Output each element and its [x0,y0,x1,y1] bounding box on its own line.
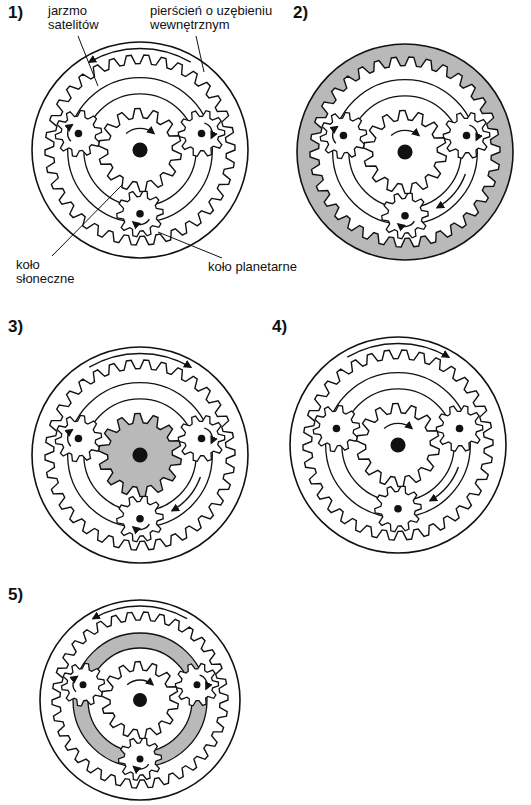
planet-pin [401,212,409,220]
planet-pin [137,756,144,763]
planet-gear [55,110,101,156]
planet-pin [80,681,87,688]
sun-shaft [390,437,405,452]
sun-shaft [132,447,147,462]
planet-pin [75,130,83,138]
sun-shaft [133,693,147,707]
rotation-arrow [384,423,412,428]
planet-gear [436,406,482,452]
planet-pin [136,515,144,523]
planet-gear [117,496,163,542]
rotation-arrow [93,606,187,619]
rotation-arrow [68,125,73,141]
leader-line [158,232,222,258]
rotation-arrow [347,343,449,357]
part-label: koło planetarne [208,260,328,274]
rotation-arrow [430,467,458,501]
sun-gear [99,413,182,496]
ring-gear-teeth [45,360,235,550]
carrier-inner [342,389,454,501]
rotation-arrow [133,524,149,529]
planet-pin [333,425,341,433]
panel-number: 3) [8,318,38,336]
rotation-arrow [126,128,154,133]
leader-line [52,185,122,256]
planet-gear [117,191,163,237]
planet-pin [463,132,471,140]
carrier-inner [349,96,461,208]
rotation-arrow [133,219,149,224]
panel-number: 1) [8,4,38,22]
planetary-gear-set [297,44,513,260]
planetary-gear-set [32,42,248,258]
planetary-gear-set [290,337,506,553]
planet-pin [456,425,464,433]
ring-gear-outer [32,42,248,258]
planet-gear [443,113,489,159]
sun-gear [102,662,179,739]
rotation-arrow [127,680,153,685]
carrier-inner [84,94,196,206]
rotation-arrow [398,221,414,226]
ring-gear-outer [32,347,248,563]
ring-gear-outer [297,44,513,260]
planet-pin [394,505,402,513]
panel-number: 5) [8,586,38,604]
planet-gear [313,405,359,451]
carrier-inner [88,648,192,752]
rotation-arrow [89,48,191,62]
rotation-arrow [333,127,338,143]
part-label: jarzmo satelitów [48,4,130,32]
planetary-gear-set [32,347,248,563]
sun-gear [357,403,440,486]
planet-pin [340,132,348,140]
ring-gear-teeth [303,350,493,540]
planet-pin [136,210,144,218]
part-label: koło słoneczne [16,258,94,286]
carrier-inner [84,399,196,511]
planet-gear [178,416,224,462]
planet-gear [55,415,101,461]
panel-number: 4) [272,318,302,336]
part-label: pierścień o uzębieniu wewnętrznym [150,4,310,32]
planet-pin [198,435,206,443]
sun-gear [99,108,182,191]
rotation-arrow [204,428,212,443]
ring-gear-teeth [45,55,235,245]
rotation-arrow [68,430,73,446]
ring-gear-teeth [310,57,500,247]
planet-gear [119,738,162,781]
sun-gear [364,110,447,193]
panel-number: 2) [293,4,323,22]
rotation-arrow [134,764,149,769]
sun-shaft [132,142,147,157]
planet-pin [198,130,206,138]
rotation-arrow [89,353,191,367]
ring-gear-outer [40,600,240,800]
sun-shaft [397,144,412,159]
planet-gear [320,112,366,158]
planetary-gear-set [40,600,240,800]
planet-gear [375,486,421,532]
planet-pin [193,681,200,688]
rotation-arrow [469,125,477,140]
rotation-arrow [204,123,212,138]
planet-gear [178,111,224,157]
planet-pin [75,435,83,443]
leader-line [196,36,204,72]
ring-gear-teeth [52,612,228,788]
planet-gear [176,664,219,706]
rotation-arrow [391,130,419,135]
leader-line [78,36,98,86]
planet-gear [62,663,105,706]
rotation-arrow [437,174,465,208]
rotation-arrow [200,675,207,689]
rotation-arrow [172,477,200,511]
rotation-arrow [73,677,77,692]
ring-gear-outer [290,337,506,553]
planet-gear [382,193,428,239]
